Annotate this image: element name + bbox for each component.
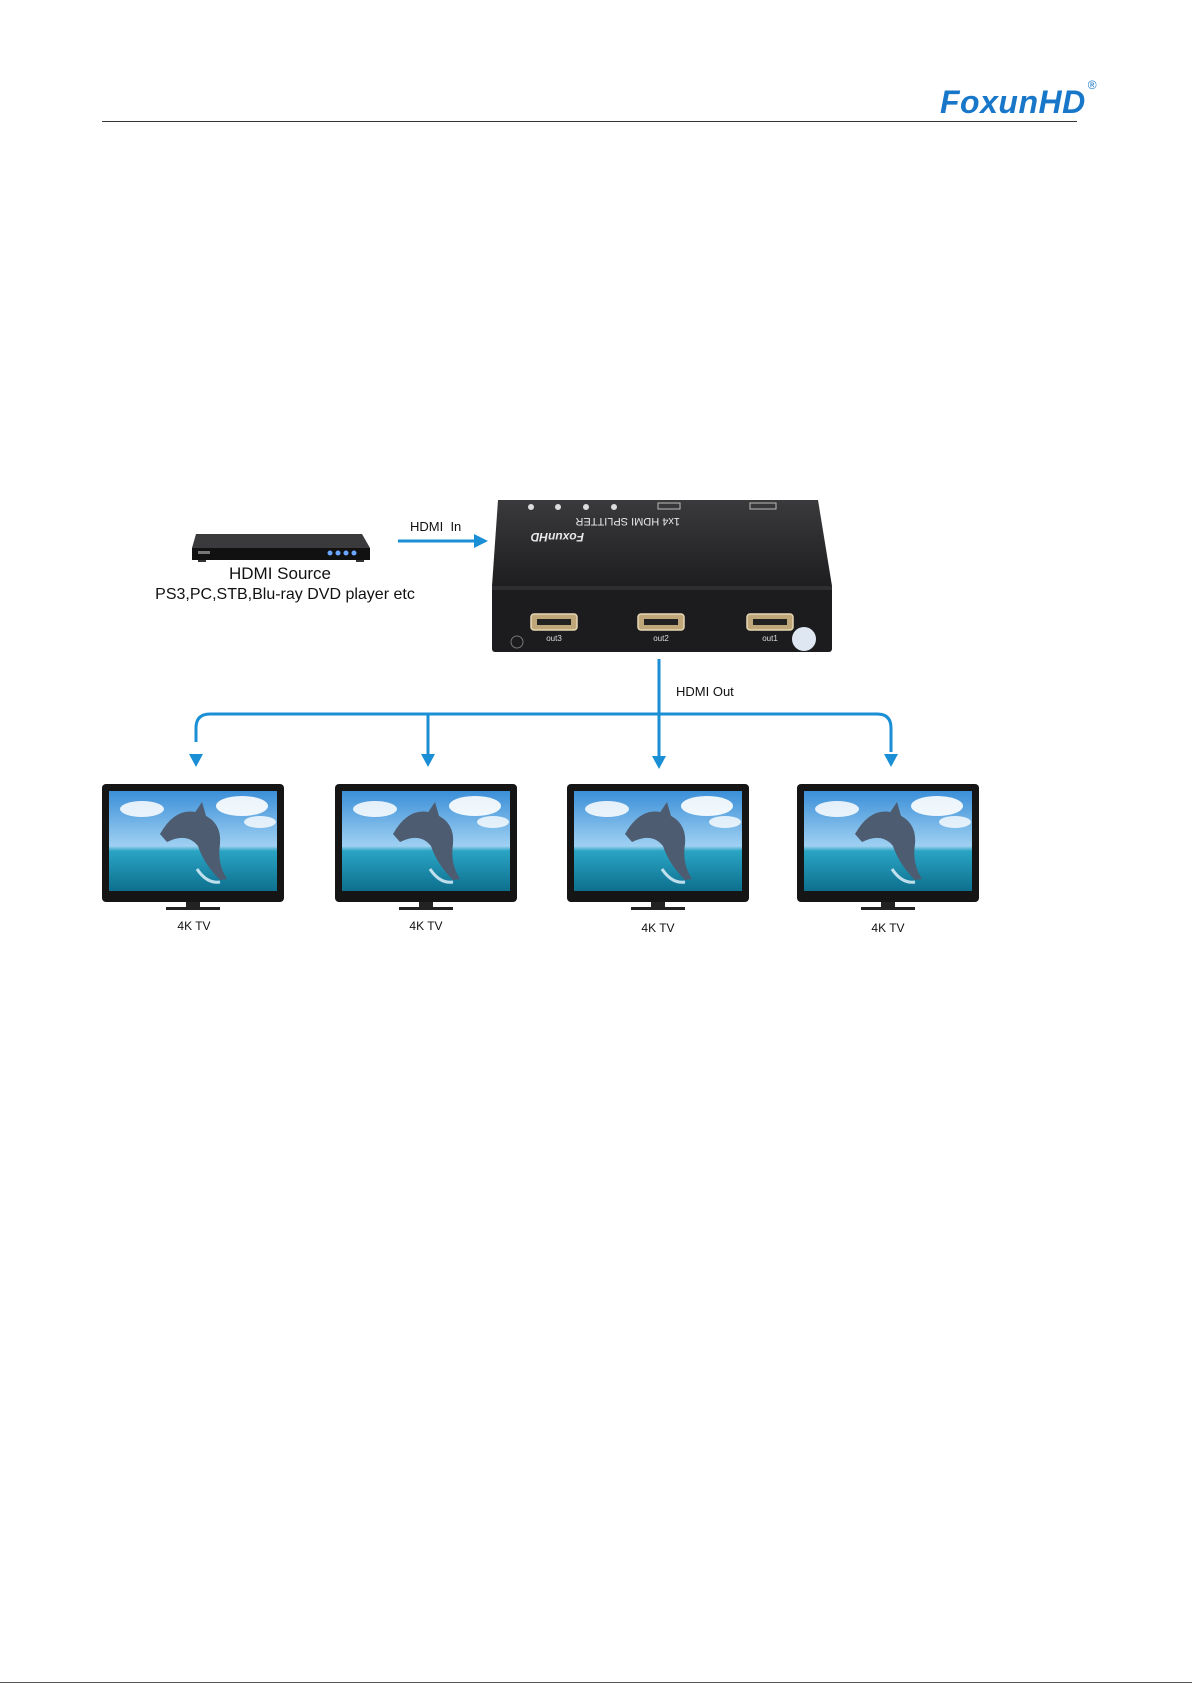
hdmi-port-out2 [638, 614, 684, 630]
hdmi-splitter-device: FoxunHD 1x4 HDMI SPLITTER out3 out2 out1 [492, 500, 832, 652]
port-label-out1: out1 [762, 634, 778, 643]
hdmi-port-out3 [531, 614, 577, 630]
splitter-model: 1x4 HDMI SPLITTER [575, 515, 680, 527]
arrow-heads [189, 754, 898, 769]
hdmi-in-label: HDMI In [410, 519, 461, 534]
tv-label-4: 4K TV [843, 921, 933, 935]
port-label-out2: out2 [653, 634, 669, 643]
power-button-icon [792, 627, 816, 651]
tv-display-4 [797, 784, 979, 910]
tv-label-3: 4K TV [613, 921, 703, 935]
tv-label-1: 4K TV [149, 919, 239, 933]
tv-display-2 [335, 784, 517, 910]
tv-display-3 [567, 784, 749, 910]
splitter-brand: FoxunHD [530, 530, 584, 544]
tv-display-1 [102, 784, 284, 910]
hdmi-out-label: HDMI Out [676, 684, 734, 699]
source-title: HDMI Source [180, 564, 380, 584]
source-subtitle: PS3,PC,STB,Blu-ray DVD player etc [140, 586, 430, 604]
hdmi-in-arrow [398, 534, 488, 548]
tv-label-2: 4K TV [381, 919, 471, 933]
footer-divider [0, 1682, 1192, 1683]
dvd-player-icon [192, 534, 370, 562]
hdmi-port-out1 [747, 614, 793, 630]
hdmi-out-arrows [196, 659, 891, 760]
port-label-out3: out3 [546, 634, 562, 643]
